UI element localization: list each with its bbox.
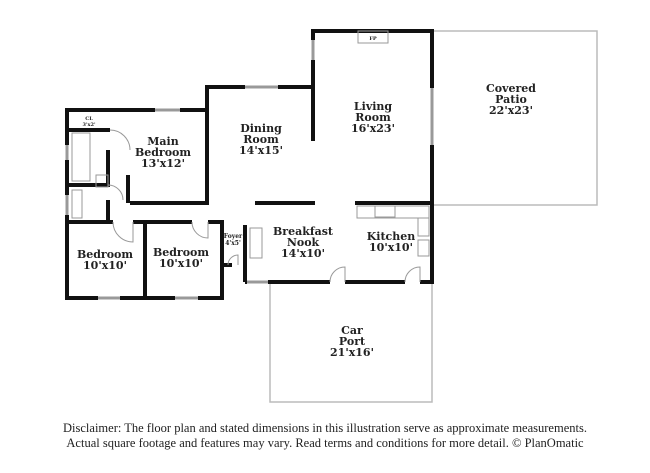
walls [65, 29, 434, 300]
kitchen-label: Kitchen [367, 230, 416, 243]
living-room-size: 16'x23' [351, 122, 395, 135]
bedroom2-size: 10'x10' [159, 257, 203, 270]
fixtures [71, 30, 430, 283]
breakfast-nook-label-1: Breakfast [273, 225, 334, 238]
carport-label-1: Car [341, 324, 363, 337]
fireplace-label: FP [369, 36, 377, 42]
breakfast-nook-size: 14'x10' [281, 247, 325, 260]
bedroom1-label: Bedroom [77, 248, 133, 261]
carport-outline [269, 282, 433, 403]
foyer-size: 4'x5' [225, 240, 241, 247]
carport-label-2: Port [339, 335, 366, 348]
dining-room-label-1: Dining [240, 122, 282, 135]
living-room-label-1: Living [354, 100, 392, 113]
patio-label-2: Patio [495, 93, 527, 106]
closet-size: 3'x2' [82, 122, 95, 128]
main-bedroom-label-1: Main [147, 135, 178, 148]
living-room-label-2: Room [355, 111, 391, 124]
patio-outline [432, 30, 598, 206]
carport-size: 21'x16' [330, 346, 374, 359]
dining-room-size: 14'x15' [239, 144, 283, 157]
closet-label: CL [85, 116, 93, 122]
foyer-label: Foyer [224, 233, 243, 240]
kitchen-size: 10'x10' [369, 241, 413, 254]
main-bedroom-size: 13'x12' [141, 157, 185, 170]
patio-size: 22'x23' [489, 104, 533, 117]
room-labels: Living Room 16'x23' Dining Room 14'x15' … [77, 36, 536, 359]
dining-room-label-2: Room [243, 133, 279, 146]
disclaimer-line-1: Disclaimer: The floor plan and stated di… [63, 421, 587, 435]
main-bedroom-label-2: Bedroom [135, 146, 191, 159]
patio-label-1: Covered [486, 82, 536, 95]
disclaimer-line-2: Actual square footage and features may v… [66, 436, 584, 450]
breakfast-nook-label-2: Nook [287, 236, 320, 249]
bedroom1-size: 10'x10' [83, 259, 127, 272]
windows [65, 40, 434, 300]
bedroom2-label: Bedroom [153, 246, 209, 259]
